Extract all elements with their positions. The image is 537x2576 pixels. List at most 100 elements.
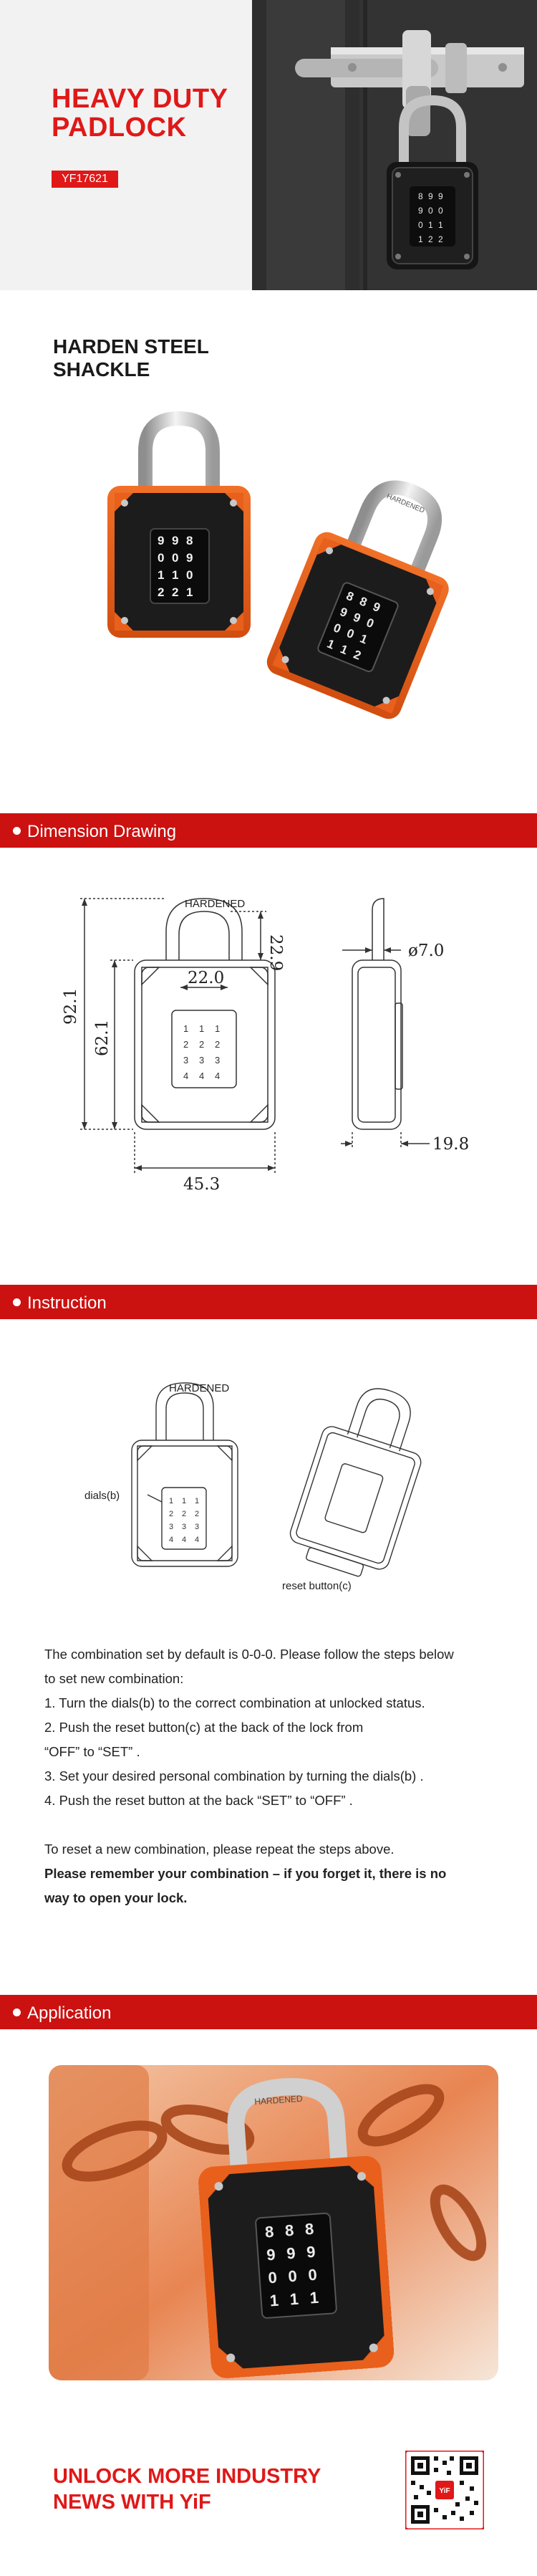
model-code-badge: YF17621 bbox=[52, 171, 118, 188]
svg-text:2: 2 bbox=[438, 234, 443, 244]
svg-text:0: 0 bbox=[428, 206, 433, 216]
svg-text:4: 4 bbox=[215, 1071, 220, 1081]
hero-text-panel: HEAVY DUTY PADLOCK YF17621 bbox=[0, 0, 252, 290]
svg-text:2: 2 bbox=[182, 1510, 186, 1518]
svg-text:0: 0 bbox=[186, 568, 193, 582]
svg-text:1: 1 bbox=[172, 568, 178, 582]
svg-text:1: 1 bbox=[195, 1497, 199, 1505]
svg-text:9: 9 bbox=[428, 191, 433, 201]
svg-text:1: 1 bbox=[186, 585, 193, 599]
svg-text:3: 3 bbox=[169, 1523, 173, 1531]
instruction-step: 2. Push the reset button(c) at the back … bbox=[44, 1720, 364, 1735]
application-section-title: Application bbox=[27, 2003, 112, 2023]
svg-text:4: 4 bbox=[169, 1536, 173, 1544]
svg-text:2: 2 bbox=[183, 1039, 188, 1050]
bullet-dot bbox=[13, 1298, 21, 1306]
svg-text:8: 8 bbox=[304, 2220, 314, 2239]
svg-text:1: 1 bbox=[215, 1023, 220, 1034]
svg-text:0: 0 bbox=[288, 2267, 298, 2286]
dim-shackle-diameter-label: ø7.0 bbox=[408, 942, 444, 960]
instruction-text: The combination set by default is 0-0-0.… bbox=[44, 1642, 503, 1910]
svg-text:1: 1 bbox=[289, 2290, 299, 2309]
dimension-shackle-engraving: HARDENED bbox=[185, 898, 245, 910]
qr-code[interactable]: YiF bbox=[405, 2451, 484, 2529]
svg-text:9: 9 bbox=[266, 2246, 276, 2264]
svg-text:8: 8 bbox=[418, 191, 423, 201]
dim-depth-label: 19.8 bbox=[432, 1135, 469, 1154]
svg-text:1: 1 bbox=[309, 2289, 319, 2307]
footer-title-line1: UNLOCK MORE INDUSTRY bbox=[53, 2465, 321, 2488]
svg-text:1: 1 bbox=[169, 1497, 173, 1505]
qr-logo bbox=[435, 2481, 454, 2499]
svg-text:2: 2 bbox=[158, 585, 164, 599]
svg-text:8: 8 bbox=[284, 2221, 294, 2240]
svg-text:1: 1 bbox=[158, 568, 164, 582]
svg-text:2: 2 bbox=[172, 585, 178, 599]
dim-inner-width-label: 22.0 bbox=[188, 969, 224, 987]
svg-text:2: 2 bbox=[195, 1510, 199, 1518]
svg-text:1: 1 bbox=[183, 1023, 188, 1034]
svg-text:0: 0 bbox=[268, 2269, 278, 2287]
reset-note: To reset a new combination, please repea… bbox=[44, 1842, 395, 1857]
instruction-step: 1. Turn the dials(b) to the correct comb… bbox=[44, 1695, 425, 1710]
feature-heading-line2: SHACKLE bbox=[53, 358, 150, 380]
application-section-bar: Application bbox=[0, 1995, 537, 2029]
instruction-shackle-engraving: HARDENED bbox=[169, 1382, 229, 1394]
svg-text:9: 9 bbox=[186, 551, 193, 565]
svg-text:9: 9 bbox=[438, 191, 443, 201]
svg-text:0: 0 bbox=[172, 551, 178, 565]
qr-logo-text: YiF bbox=[439, 2487, 450, 2495]
svg-text:1: 1 bbox=[182, 1497, 186, 1505]
svg-text:4: 4 bbox=[183, 1071, 188, 1081]
feature-heading-line1: HARDEN STEEL bbox=[53, 335, 209, 358]
footer-title: UNLOCK MORE INDUSTRY NEWS WITH YiF bbox=[53, 2464, 321, 2515]
svg-text:3: 3 bbox=[199, 1055, 204, 1066]
svg-text:1: 1 bbox=[428, 220, 433, 230]
dials-label: dials(b) bbox=[84, 1490, 120, 1502]
footer-title-line2: NEWS WITH YiF bbox=[53, 2491, 211, 2514]
svg-text:8: 8 bbox=[186, 534, 193, 547]
dimension-section-bar: Dimension Drawing bbox=[0, 813, 537, 848]
instruction-line: The combination set by default is 0-0-0.… bbox=[44, 1647, 454, 1662]
hero-title: HEAVY DUTY PADLOCK bbox=[52, 85, 228, 142]
bullet-dot bbox=[13, 827, 21, 835]
instruction-step: “OFF” to “SET” . bbox=[44, 1744, 140, 1759]
svg-text:3: 3 bbox=[195, 1523, 199, 1531]
dimension-section-title: Dimension Drawing bbox=[27, 822, 177, 841]
svg-text:3: 3 bbox=[215, 1055, 220, 1066]
svg-text:4: 4 bbox=[182, 1536, 186, 1544]
bullet-dot bbox=[13, 2008, 21, 2016]
svg-text:9: 9 bbox=[172, 534, 178, 547]
instruction-line: to set new combination: bbox=[44, 1671, 184, 1686]
svg-text:1: 1 bbox=[269, 2292, 279, 2310]
svg-text:9: 9 bbox=[286, 2244, 296, 2263]
svg-text:1: 1 bbox=[418, 234, 423, 244]
svg-text:2: 2 bbox=[169, 1510, 173, 1518]
svg-text:1: 1 bbox=[438, 220, 443, 230]
svg-text:9: 9 bbox=[418, 206, 423, 216]
svg-text:9: 9 bbox=[158, 534, 164, 547]
dim-body-label: 62.1 bbox=[93, 1020, 112, 1056]
application-shackle-engraving: HARDENED bbox=[254, 2094, 303, 2107]
instruction-section-bar: Instruction bbox=[0, 1285, 537, 1319]
svg-text:0: 0 bbox=[158, 551, 164, 565]
svg-text:2: 2 bbox=[199, 1039, 204, 1050]
svg-text:0: 0 bbox=[438, 206, 443, 216]
svg-text:8: 8 bbox=[264, 2223, 274, 2241]
svg-text:3: 3 bbox=[182, 1523, 186, 1531]
svg-text:3: 3 bbox=[183, 1055, 188, 1066]
hero-title-line2: PADLOCK bbox=[52, 112, 187, 143]
dim-shackle-clear-label: 22.9 bbox=[266, 934, 285, 971]
dim-height-label: 92.1 bbox=[62, 988, 80, 1025]
feature-heading: HARDEN STEEL SHACKLE bbox=[53, 335, 209, 381]
svg-text:2: 2 bbox=[428, 234, 433, 244]
warning-line: way to open your lock. bbox=[44, 1890, 188, 1905]
svg-text:9: 9 bbox=[306, 2243, 316, 2261]
svg-text:4: 4 bbox=[195, 1536, 199, 1544]
